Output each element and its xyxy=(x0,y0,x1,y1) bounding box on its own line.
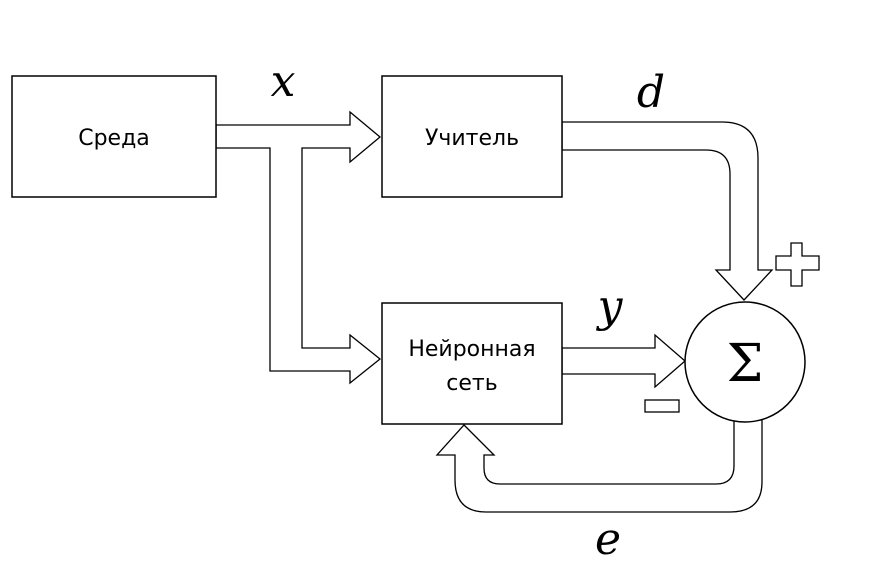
plus-sign-icon xyxy=(775,242,820,287)
signal-label-x: x xyxy=(271,56,296,107)
arrow-d-to-summator xyxy=(561,121,774,301)
minus-sign-icon xyxy=(644,399,680,413)
summator-symbol: Σ xyxy=(727,334,764,394)
block-teacher: Учитель xyxy=(381,75,563,198)
block-neural-network-label-line1: Нейронная xyxy=(408,337,535,362)
signal-label-d: d xyxy=(637,67,665,118)
signal-label-y: y xyxy=(596,281,624,332)
arrow-y-to-summator xyxy=(561,333,686,389)
block-environment: Среда xyxy=(11,75,217,198)
arrow-e-feedback xyxy=(435,419,763,513)
signal-label-e: e xyxy=(595,514,621,565)
block-neural-network-label-line2: сеть xyxy=(446,371,497,396)
block-neural-network: Нейронная сеть xyxy=(381,302,563,425)
flow-arrows xyxy=(215,110,774,513)
block-summator: Σ xyxy=(684,301,806,423)
block-teacher-label: Учитель xyxy=(425,126,519,151)
block-environment-label: Среда xyxy=(78,126,150,151)
arrow-x-to-teacher-and-network xyxy=(215,110,382,385)
